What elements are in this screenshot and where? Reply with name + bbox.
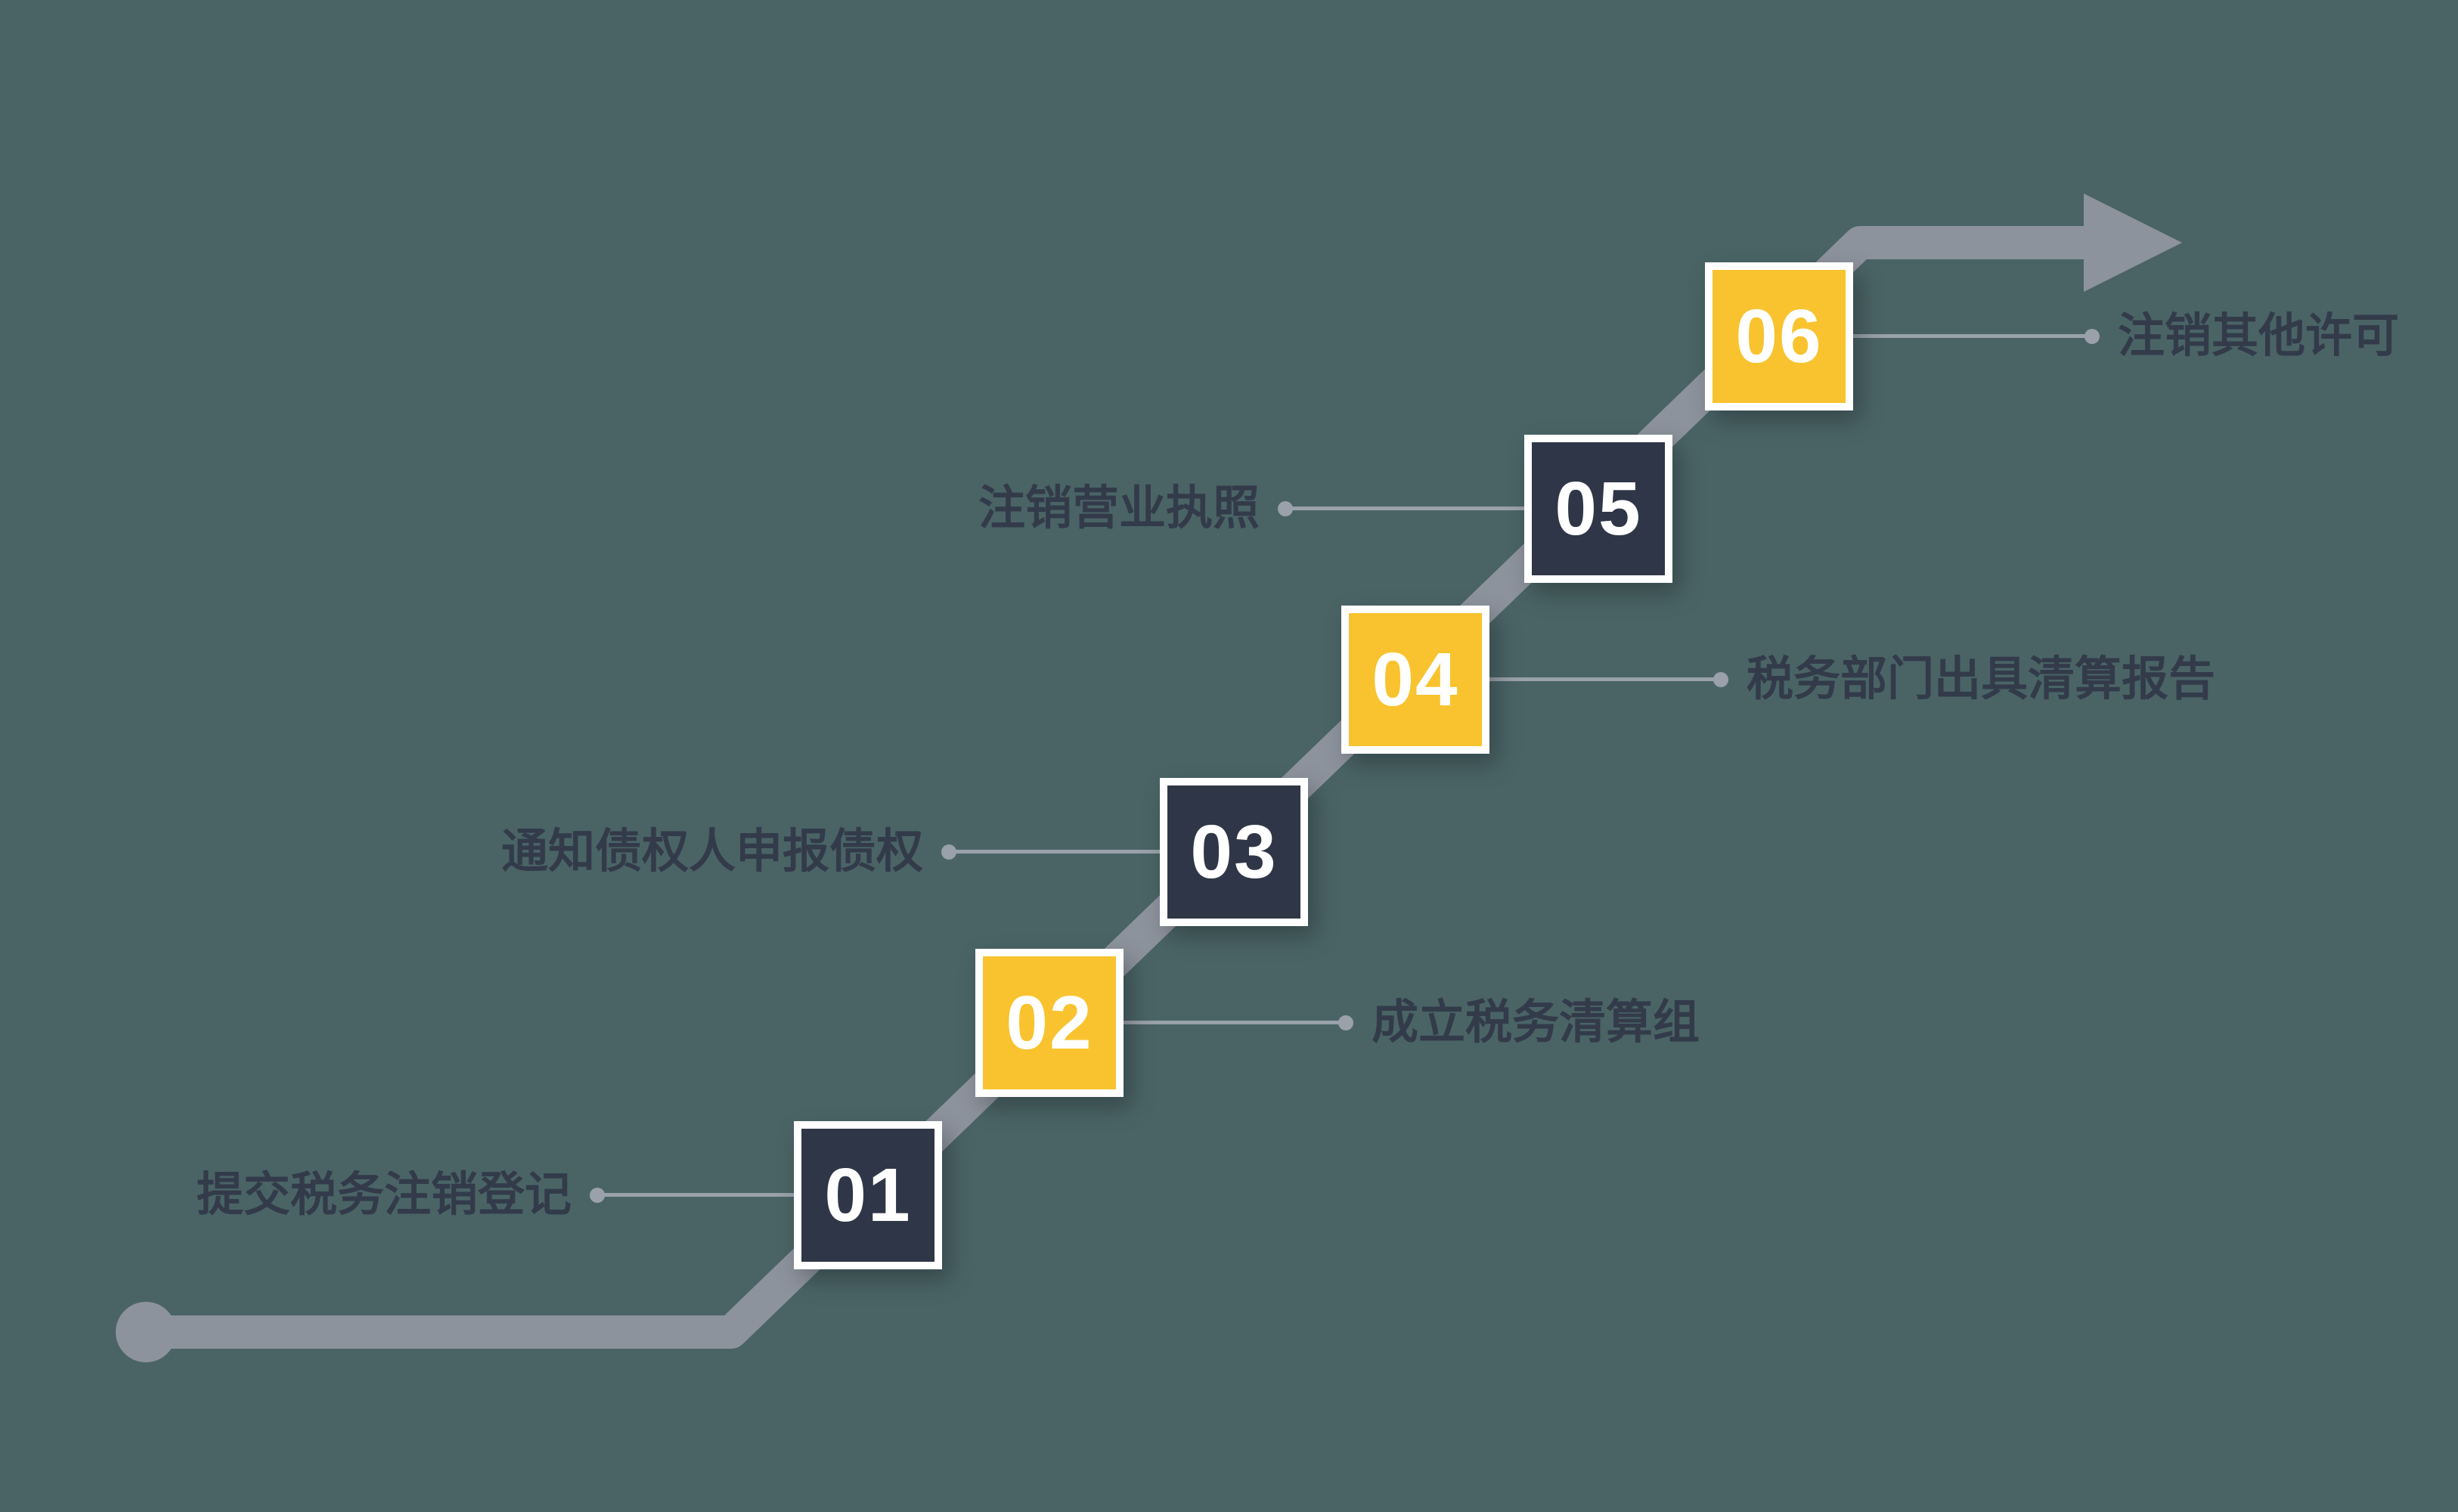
connector-line xyxy=(1489,677,1721,681)
step-label: 注销营业执照 xyxy=(978,482,1260,534)
arrowhead-icon xyxy=(2084,194,2182,292)
step-label: 提交税务注销登记 xyxy=(196,1169,572,1221)
step-5: 05 注销营业执照 xyxy=(978,435,1672,583)
step-number: 02 xyxy=(1006,981,1093,1065)
step-label: 通知债权人申报债权 xyxy=(501,826,923,878)
step-2: 02 成立税务清算组 xyxy=(975,949,1700,1097)
connector-dot xyxy=(590,1188,605,1203)
step-label: 成立税务清算组 xyxy=(1372,996,1700,1049)
step-number: 03 xyxy=(1190,810,1278,894)
step-square-06: 06 xyxy=(1705,262,1853,411)
step-6: 06 注销其他许可 xyxy=(1705,262,2399,411)
step-4: 04 税务部门出具清算报告 xyxy=(1341,606,2215,754)
step-label: 注销其他许可 xyxy=(2118,310,2400,362)
connector-dot xyxy=(1338,1015,1353,1030)
step-number: 06 xyxy=(1735,294,1823,379)
connector-dot xyxy=(941,844,956,860)
step-square-04: 04 xyxy=(1341,606,1489,754)
step-square-01: 01 xyxy=(794,1121,942,1269)
connector-dot xyxy=(1713,672,1728,687)
step-number: 05 xyxy=(1554,466,1642,551)
connector-line xyxy=(949,850,1160,854)
step-number: 04 xyxy=(1372,637,1459,722)
step-square-02: 02 xyxy=(975,949,1124,1097)
connector-line xyxy=(1285,507,1524,510)
step-3: 03 通知债权人申报债权 xyxy=(501,778,1308,926)
step-label: 税务部门出具清算报告 xyxy=(1747,653,2216,705)
step-number: 01 xyxy=(824,1153,912,1238)
step-square-03: 03 xyxy=(1160,778,1308,926)
step-1: 01 提交税务注销登记 xyxy=(197,1121,942,1269)
connector-dot xyxy=(2084,329,2100,344)
connector-dot xyxy=(1278,501,1293,516)
connector-line xyxy=(1853,334,2092,338)
connector-line xyxy=(1124,1021,1346,1024)
connector-line xyxy=(597,1193,794,1197)
step-square-05: 05 xyxy=(1524,435,1672,583)
